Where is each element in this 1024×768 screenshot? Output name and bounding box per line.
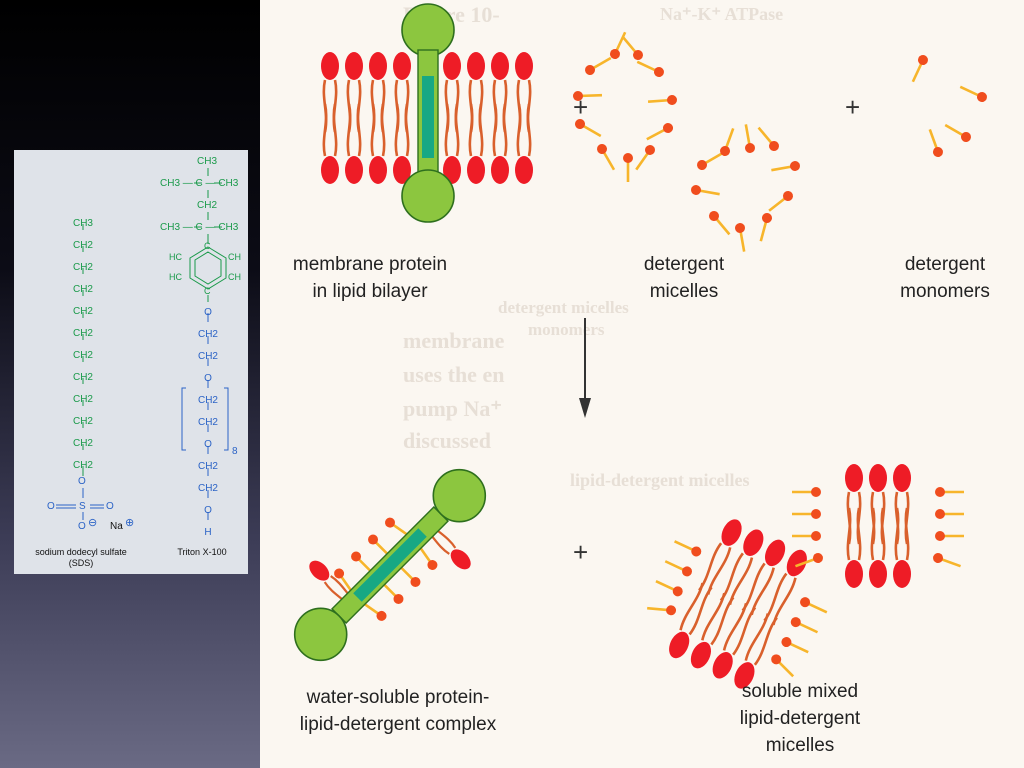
sds-double-o-right: O xyxy=(106,501,114,512)
triton-methylene: CH2 xyxy=(197,200,218,211)
sds-sulfur: S xyxy=(79,501,86,512)
mixed-micelle xyxy=(790,462,966,590)
label-mixed-micelles: soluble mixed lipid-detergent micelles xyxy=(739,681,861,756)
sodium-ion: Na xyxy=(110,521,123,532)
triton-ring-ch: CH xyxy=(228,252,241,262)
label-membrane-protein: membrane protein in lipid bilayer xyxy=(292,254,448,302)
label-detergent-micelles: detergent micelles xyxy=(643,254,725,302)
triton-ring-c-top: C xyxy=(204,241,211,251)
plus-sign: + xyxy=(573,92,589,122)
protein-detergent-complex xyxy=(293,468,487,662)
triton-ring-c-bottom: C xyxy=(204,286,211,296)
membrane-protein-bilayer xyxy=(319,3,535,223)
plus-charge-icon: ⊕ xyxy=(125,517,135,529)
process-arrow xyxy=(579,318,591,418)
detergent-micelle xyxy=(571,28,679,184)
triton-ring-ch: CH xyxy=(228,272,241,282)
triton-tert-carbon-1: CH3 — C — CH3 xyxy=(160,178,239,189)
triton-ring-hc: HC xyxy=(169,272,182,282)
sds-anion-o: O xyxy=(78,521,86,532)
triton-ring-hc: HC xyxy=(169,252,182,262)
diagram-panel: Figure 10- Na⁺-K⁺ ATPase detergent micel… xyxy=(260,0,1024,768)
plus-sign: + xyxy=(845,92,861,122)
ghost-text: discussed xyxy=(403,428,492,453)
triton-tert-carbon-2: CH3 — C — CH3 xyxy=(160,222,239,233)
ghost-text: detergent micelles xyxy=(498,298,629,317)
label-protein-detergent-complex: water-soluble protein- lipid-detergent c… xyxy=(299,687,497,735)
sds-name: sodium dodecyl sulfate (SDS) xyxy=(35,547,127,568)
triton-name: Triton X-100 xyxy=(177,547,227,557)
background-bleed-text: Figure 10- Na⁺-K⁺ ATPase detergent micel… xyxy=(260,0,1024,768)
minus-charge-icon: ⊖ xyxy=(88,517,98,529)
ghost-text: Na⁺-K⁺ ATPase xyxy=(660,4,784,24)
detergent-micelle xyxy=(688,122,803,254)
sds-double-o-left: O xyxy=(47,501,55,512)
sds-ester-o: O xyxy=(78,476,86,487)
label-detergent-monomers: detergent monomers xyxy=(900,254,990,302)
diagram-graphics xyxy=(293,3,990,694)
plus-sign: + xyxy=(573,537,589,567)
ghost-text: uses the en xyxy=(403,362,505,387)
ghost-text: lipid-detergent micelles xyxy=(570,470,750,490)
repeat-count: 8 xyxy=(232,446,238,457)
triton-top-methyl: CH3 xyxy=(197,156,218,167)
detergent-monomers xyxy=(907,52,990,160)
ghost-text: membrane xyxy=(403,328,505,353)
structure-graphics xyxy=(56,168,229,520)
ghost-text: pump Na⁺ xyxy=(403,396,503,421)
